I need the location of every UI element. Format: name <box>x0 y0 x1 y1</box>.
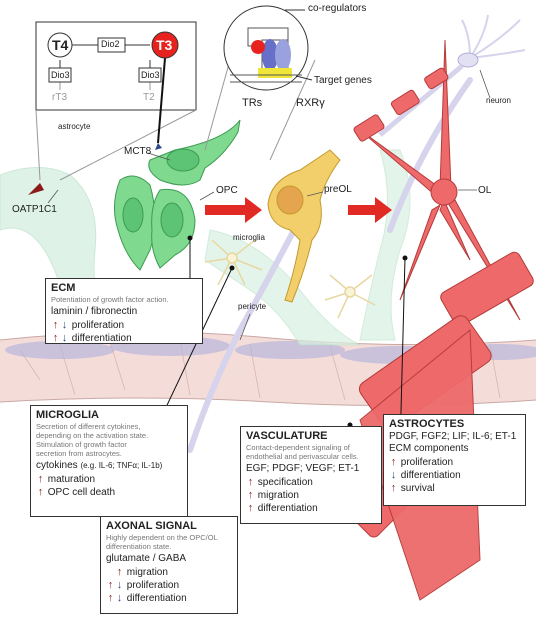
vasculature-factors: EGF; PDGF; VEGF; ET-1 <box>246 463 360 474</box>
ecm-effect-row: ↑↓ differentiation <box>51 332 197 345</box>
nuclear-receptor-zoom <box>204 5 316 161</box>
up-arrow-icon: ↑ <box>37 473 44 485</box>
neuron-illustration <box>378 14 526 137</box>
ecm-description: Potentiation of growth factor action. <box>51 295 169 304</box>
axonal-effect-row: ↑↓ proliferation <box>106 579 232 592</box>
axonal-effect-2: differentiation <box>126 593 187 604</box>
astrocytes-effect-2: survival <box>400 483 435 494</box>
preol-label: preOL <box>324 184 352 195</box>
up-arrow-icon: ↑ <box>116 566 123 578</box>
ol-label: OL <box>478 185 492 196</box>
t4-circle <box>47 32 73 58</box>
astrocytes-effect-row: ↑ proliferation <box>389 456 520 469</box>
dio3-left-label: Dio3 <box>51 70 70 80</box>
neuron-label: neuron <box>486 96 511 105</box>
vasculature-effect-2: differentiation <box>257 503 318 514</box>
up-arrow-icon: ↑ <box>247 489 254 501</box>
astrocytes-effect-row: ↓ differentiation <box>389 469 520 482</box>
vasculature-desc-1: Contact-dependent signaling of <box>246 443 350 452</box>
up-arrow-icon: ↑ <box>390 482 397 494</box>
microglia-effect-0: maturation <box>47 474 96 485</box>
ecm-factors: laminin / fibronectin <box>51 306 138 317</box>
t2-label: T2 <box>143 92 155 103</box>
up-arrow-icon: ↑ <box>37 486 44 498</box>
microglia-desc-2: depending on the activation state. <box>36 431 149 440</box>
astrocytes-factors-1: PDGF, FGF2; LIF; IL-6; ET-1 <box>389 431 517 442</box>
up-arrow-icon: ↑ <box>247 476 254 488</box>
up-arrow-icon: ↑ <box>52 332 59 344</box>
vasculature-effect-row: ↑ differentiation <box>246 502 376 515</box>
axonal-desc-2: differentiation state. <box>106 542 172 551</box>
microglia-effect-row: ↑ OPC cell death <box>36 486 182 499</box>
pericyte-label: pericyte <box>238 302 267 311</box>
astrocytes-box: ASTROCYTES PDGF, FGF2; LIF; IL-6; ET-1 E… <box>383 414 526 506</box>
astrocyte-label: astrocyte <box>58 122 91 131</box>
microglia-desc-4: secretion from astrocytes. <box>36 449 122 458</box>
microglia-desc-3: Stimulation of growth factor <box>36 440 127 449</box>
astrocytes-effect-1: differentiation <box>400 470 461 481</box>
t3-label: T3 <box>156 37 173 53</box>
ecm-box: ECM Potentiation of growth factor action… <box>45 278 203 344</box>
axonal-effect-row: ↑ migration <box>106 566 232 579</box>
down-arrow-icon: ↓ <box>61 319 68 331</box>
vasculature-effect-row: ↑ specification <box>246 476 376 489</box>
up-arrow-icon: ↑ <box>52 319 59 331</box>
ecm-effect-0: proliferation <box>71 320 125 331</box>
vasculature-effect-row: ↑ migration <box>246 489 376 502</box>
down-arrow-icon: ↓ <box>390 469 397 481</box>
down-arrow-icon: ↓ <box>116 592 123 604</box>
progression-arrows <box>205 197 392 223</box>
vasculature-title: VASCULATURE <box>246 430 328 442</box>
up-arrow-icon: ↑ <box>247 502 254 514</box>
microglia-factors-note: (e.g. IL-6; TNFα; IL-1b) <box>80 461 163 470</box>
astrocytes-title: ASTROCYTES <box>389 418 465 430</box>
axonal-title: AXONAL SIGNAL <box>106 520 197 532</box>
dio2-label: Dio2 <box>101 39 120 49</box>
ecm-effect-row: ↑↓ proliferation <box>51 319 197 332</box>
microglia-effect-1: OPC cell death <box>47 487 116 498</box>
down-arrow-icon: ↓ <box>61 332 68 344</box>
t4-label: T4 <box>52 37 69 53</box>
rxr-label: RXRγ <box>296 97 325 109</box>
microglia-factors-row: cytokines (e.g. IL-6; TNFα; IL-1b) <box>36 460 182 472</box>
axonal-desc-1: Highly dependent on the OPC/OL <box>106 533 218 542</box>
astrocytes-factors-2: ECM components <box>389 443 469 454</box>
axonal-effect-row: ↑↓ differentiation <box>106 592 232 605</box>
axonal-signal-box: AXONAL SIGNAL Highly dependent on the OP… <box>100 516 238 614</box>
oatp1c1-label: OATP1C1 <box>12 204 57 215</box>
axonal-effect-1: proliferation <box>126 580 180 591</box>
ecm-title: ECM <box>51 282 76 294</box>
target-genes-label: Target genes <box>314 75 372 86</box>
preol-illustration <box>267 149 341 303</box>
trs-label: TRs <box>242 97 263 109</box>
mct8-label: MCT8 <box>124 146 152 157</box>
ecm-effect-1: differentiation <box>71 333 132 344</box>
vasculature-desc-2: endothelial and perivascular cells. <box>246 452 359 461</box>
up-arrow-icon: ↑ <box>107 579 114 591</box>
microglia-box: MICROGLIA Secretion of different cytokin… <box>30 405 188 517</box>
astrocytes-effect-0: proliferation <box>400 457 454 468</box>
vasculature-box: VASCULATURE Contact-dependent signaling … <box>240 426 382 524</box>
astrocytes-effect-row: ↑ survival <box>389 482 520 495</box>
axonal-effect-0: migration <box>126 567 168 578</box>
opc-illustration <box>114 119 241 271</box>
t3-circle <box>151 31 179 59</box>
co-regulators-label: co-regulators <box>308 3 367 14</box>
label-leaders <box>47 69 491 341</box>
microglia-factors: cytokines <box>36 460 78 471</box>
vasculature-effect-1: migration <box>257 490 299 501</box>
vasculature-effect-0: specification <box>257 477 313 488</box>
microglia-desc-1: Secretion of different cytokines, <box>36 422 141 431</box>
opc-label: OPC <box>216 185 238 196</box>
rt3-label: rT3 <box>52 92 67 103</box>
up-arrow-icon: ↑ <box>390 456 397 468</box>
microglia-illustration <box>204 239 376 319</box>
microglia-title: MICROGLIA <box>36 409 99 421</box>
up-arrow-icon: ↑ <box>107 592 114 604</box>
dio3-right-label: Dio3 <box>141 70 160 80</box>
microglia-label: microglia <box>233 233 266 242</box>
axonal-factors: glutamate / GABA <box>106 553 187 564</box>
down-arrow-icon: ↓ <box>116 579 123 591</box>
microglia-effect-row: ↑ maturation <box>36 473 182 486</box>
